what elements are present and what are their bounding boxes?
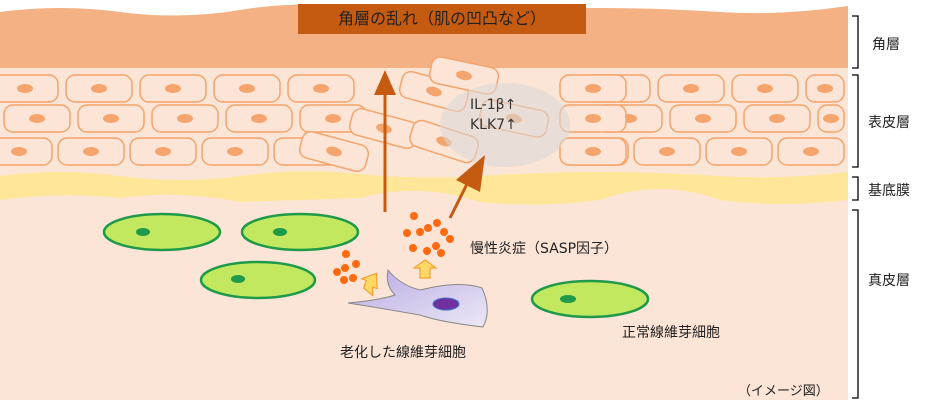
sasp-particles — [333, 212, 454, 284]
epidermal-cell — [731, 74, 799, 103]
epidermal-cell — [559, 137, 627, 166]
sasp-particle — [409, 244, 417, 252]
epidermal-cell — [743, 104, 811, 133]
sasp-particle — [403, 229, 411, 237]
cytokine-cloud — [440, 83, 570, 167]
sasp-particle — [437, 249, 445, 257]
sasp-particle — [333, 268, 341, 276]
sasp-particle — [342, 250, 350, 258]
epidermal-cell — [633, 137, 701, 166]
epidermal-cell — [805, 74, 845, 103]
corneum-disorder-title: 角層の乱れ（肌の凹凸など） — [298, 4, 586, 34]
sasp-particle — [352, 260, 360, 268]
sasp-particle — [446, 235, 454, 243]
marker-list: IL-1β↑ KLK7↑ — [470, 95, 517, 135]
sasp-particle — [433, 219, 441, 227]
epidermal-cell — [129, 137, 197, 166]
sasp-particle — [423, 247, 431, 255]
release-arrows — [359, 259, 438, 297]
layer-brackets — [852, 15, 859, 399]
aged-nucleus — [432, 297, 460, 311]
aged-fibroblast — [347, 268, 488, 328]
stratum-corneum-layer — [0, 4, 848, 69]
epidermal-cell — [705, 137, 773, 166]
sasp-particle — [440, 228, 448, 236]
upward-arrows — [374, 70, 485, 219]
epidermal-cell — [428, 56, 500, 95]
fibroblast — [199, 260, 317, 300]
marker-il1b: IL-1β↑ — [470, 97, 517, 113]
epidermal-cell — [298, 130, 370, 173]
epidermal-cell — [0, 74, 59, 103]
fibroblast — [240, 212, 360, 252]
layer-label-dermis: 真皮層 — [868, 273, 910, 289]
epidermal-cell — [3, 104, 71, 133]
epidermal-cell — [559, 74, 627, 103]
fibroblast — [530, 279, 650, 319]
sasp-particle — [416, 228, 424, 236]
sasp-particle — [349, 274, 357, 282]
layer-label-corneum: 角層 — [872, 37, 900, 53]
layer-label-epidermis: 表皮層 — [868, 115, 910, 131]
sasp-particle — [340, 276, 348, 284]
sasp-particle — [424, 224, 432, 232]
epidermal-cell — [225, 104, 293, 133]
epidermal-cell — [65, 74, 133, 103]
normal-fibroblast-label: 正常線維芽細胞 — [622, 325, 720, 341]
sasp-particle — [410, 212, 418, 220]
fibroblast — [102, 212, 222, 252]
layer-label-basal: 基底膜 — [868, 183, 910, 199]
epidermal-cell — [777, 137, 845, 166]
epidermal-cell — [139, 74, 207, 103]
epidermal-cell — [57, 137, 125, 166]
aged-fibroblast-label: 老化した線維芽細胞 — [340, 345, 466, 361]
marker-klk7: KLK7↑ — [470, 117, 517, 133]
epidermal-cell — [0, 137, 53, 166]
normal-fibroblasts — [102, 212, 650, 319]
epidermal-cell — [669, 104, 737, 133]
epidermal-cell — [559, 104, 627, 133]
sasp-particle — [341, 264, 349, 272]
epidermal-cell — [287, 74, 355, 103]
epidermal-cell — [201, 137, 269, 166]
epidermal-cell — [151, 104, 219, 133]
epidermal-cell — [817, 104, 845, 133]
image-note: （イメージ図） — [738, 384, 829, 399]
epidermal-cell — [77, 104, 145, 133]
sasp-particle — [432, 242, 440, 250]
inflammation-label: 慢性炎症（SASP因子） — [470, 241, 619, 257]
epidermal-cell — [657, 74, 725, 103]
epidermal-cell — [213, 74, 281, 103]
